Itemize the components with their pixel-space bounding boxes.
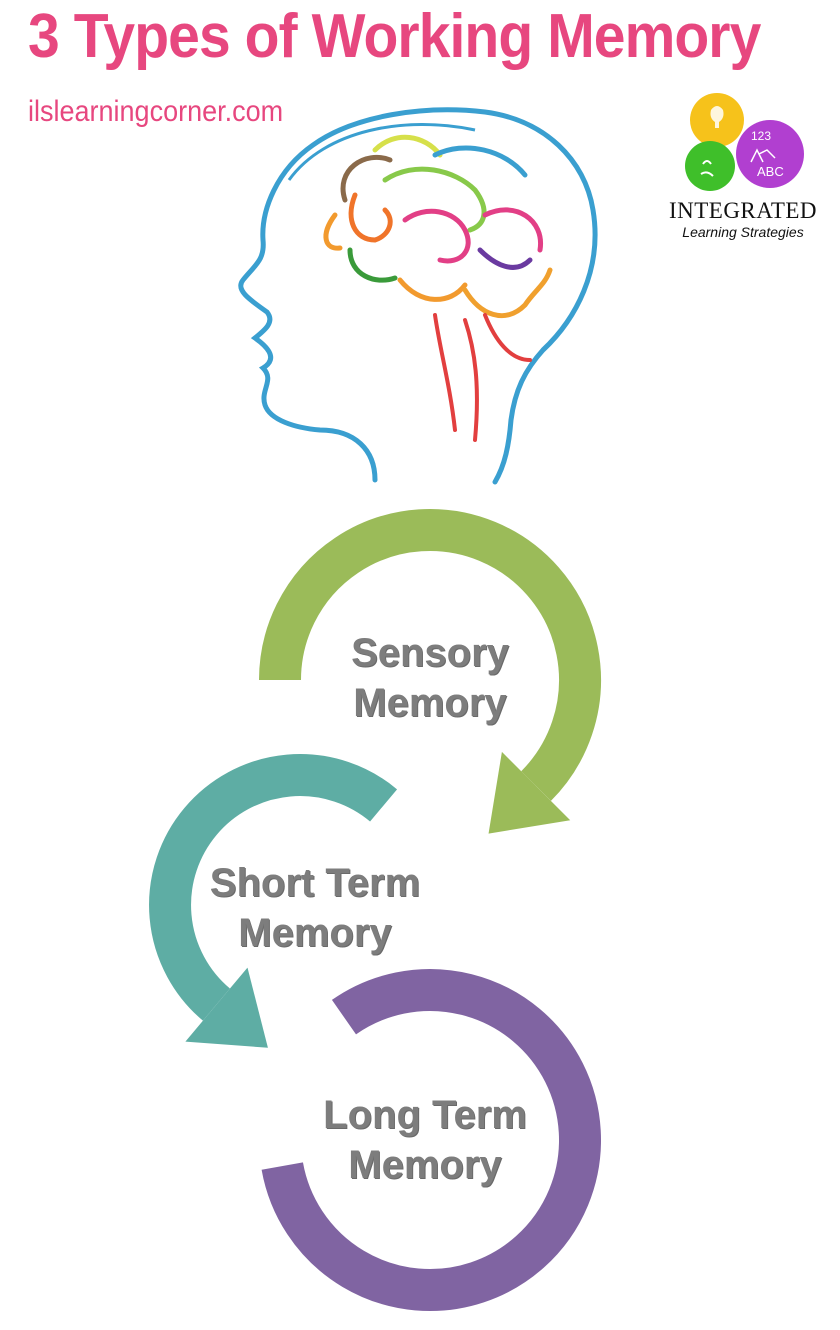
short-term-arc xyxy=(149,754,398,1021)
short-term-memory-label: Short Term Memory xyxy=(209,861,421,955)
logo-name: INTEGRATED xyxy=(668,198,818,223)
logo-numbers: 123 xyxy=(751,129,771,143)
short-term-arc-arrowhead xyxy=(185,967,268,1048)
sensory-memory-label: Sensory Memory xyxy=(351,631,509,725)
head-outline xyxy=(238,107,598,485)
long-term-memory-label: Long Term Memory xyxy=(323,1093,527,1187)
brain-head-illustration-icon xyxy=(238,107,598,485)
logo-green-circle xyxy=(685,141,735,191)
integrated-logo-icon: 123 ABC xyxy=(685,93,804,191)
logo-abc: ABC xyxy=(757,164,784,179)
sensory-arc-arrowhead xyxy=(488,751,571,834)
page-title: 3 Types of Working Memory xyxy=(28,2,761,71)
website-link[interactable]: ilslearningcorner.com xyxy=(28,95,284,128)
sensory-arc xyxy=(259,509,601,801)
logo-tagline: Learning Strategies xyxy=(682,224,804,240)
long-term-arc xyxy=(261,969,601,1311)
